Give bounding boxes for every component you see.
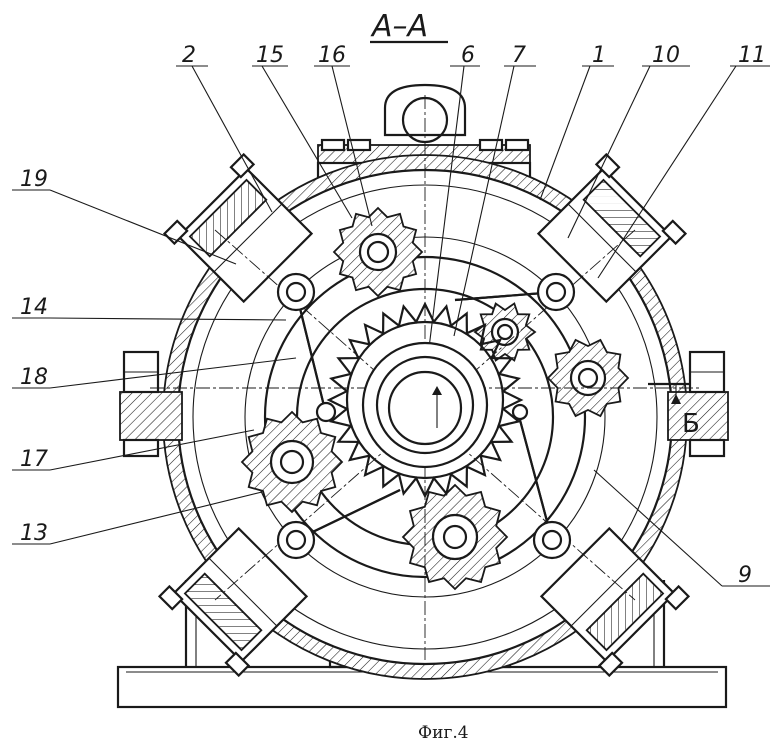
callout-leader [331, 65, 373, 227]
callout-13: 13 [12, 491, 263, 546]
side-block-left [119, 350, 183, 458]
callout-label: 6 [461, 43, 475, 68]
section-mark-right: Б [648, 382, 700, 439]
central-shaft [345, 320, 505, 480]
callout-14: 14 [12, 295, 287, 321]
callout-leader [191, 65, 273, 213]
callout-leader [597, 65, 737, 279]
callout-9: 9 [593, 469, 770, 588]
callout-label: 7 [512, 43, 526, 68]
callout-leader [49, 491, 263, 545]
callout-6: 6 [427, 43, 480, 357]
gears [240, 206, 630, 591]
callout-leader [453, 65, 515, 337]
gear-bore-3 [442, 524, 468, 550]
section-mark-right-label: Б [682, 409, 700, 439]
gear-bore-4 [577, 367, 599, 389]
callout-leader [427, 65, 465, 357]
callout-19: 19 [12, 167, 237, 265]
gear-bore-5 [496, 323, 514, 341]
callout-leader [261, 65, 353, 219]
cylinder-lower-left [157, 526, 309, 678]
callout-leader [49, 189, 237, 265]
callout-leader [49, 357, 297, 389]
cylinder-upper-right [536, 152, 688, 304]
gear-6 [326, 301, 524, 499]
callout-leader [49, 317, 287, 321]
callout-label: 16 [318, 43, 346, 68]
callout-11: 11 [597, 43, 770, 279]
gear-hub-4 [569, 359, 607, 397]
callout-leader [567, 65, 651, 239]
callout-18: 18 [12, 357, 297, 390]
callout-leader [539, 65, 591, 201]
callout-label: 2 [182, 43, 196, 68]
callout-7: 7 [453, 43, 536, 337]
callout-16: 16 [314, 43, 373, 227]
rod-pins [276, 272, 576, 560]
callout-label: 1 [592, 43, 606, 68]
callout-label: 17 [20, 447, 48, 472]
callout-label: 13 [20, 521, 48, 546]
callout-1: 1 [539, 43, 614, 201]
cylinder-upper-left [162, 152, 314, 304]
callout-label: 10 [652, 43, 680, 68]
figure-caption: Фиг.4 [418, 723, 469, 743]
gear-hub-2 [269, 439, 315, 485]
callout-label: 9 [738, 563, 752, 588]
callout-17: 17 [12, 429, 255, 472]
callout-label: 11 [738, 43, 766, 68]
gear-bore-2 [279, 449, 305, 475]
callout-15: 15 [252, 43, 353, 219]
gear-bore-1 [366, 240, 390, 264]
callout-2: 2 [176, 43, 273, 213]
gear-hub-1 [358, 232, 398, 272]
callout-leader [593, 469, 723, 587]
callout-label: 14 [20, 295, 48, 320]
side-block-right [667, 350, 729, 458]
callout-label: 15 [256, 43, 284, 68]
callout-label: 19 [20, 167, 48, 192]
section-title: А–А [370, 9, 428, 44]
gear-hub-3 [431, 513, 479, 561]
cylinder-lower-right [539, 526, 691, 678]
callouts: 2 15 16 6 7 1 10 11 19 14 18 17 13 9 [12, 43, 770, 588]
callout-leader [49, 429, 255, 471]
callout-10: 10 [567, 43, 690, 239]
callout-label: 18 [20, 365, 48, 390]
